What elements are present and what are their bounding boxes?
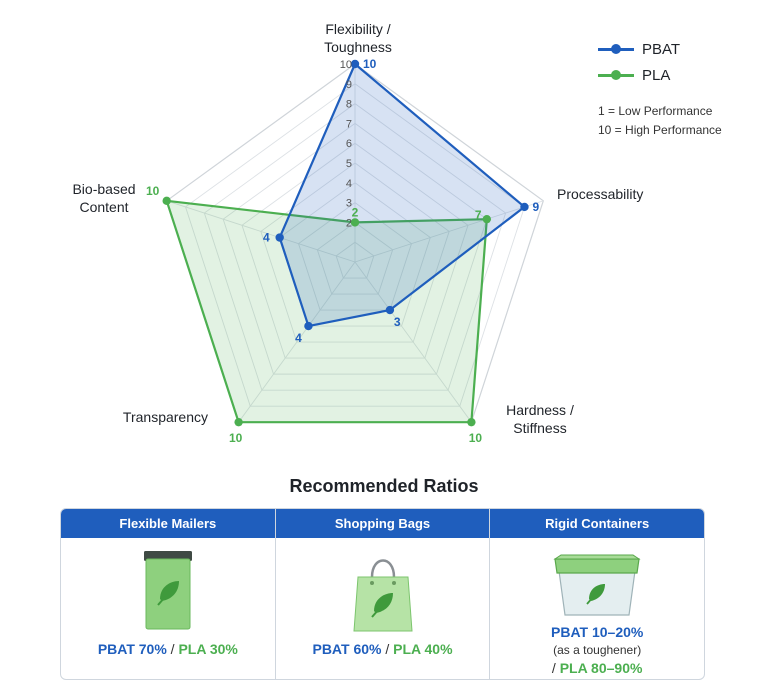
value-label-pbat: 4 <box>295 331 302 345</box>
pla-ratio: PLA 80–90% <box>559 660 643 676</box>
legend: PBAT PLA 1 = Low Performance 10 = High P… <box>598 36 722 140</box>
value-label-pbat: 10 <box>363 57 377 71</box>
legend-label-pbat: PBAT <box>642 40 681 58</box>
axis-label-line: Hardness / <box>506 402 574 418</box>
axis-label-line: Processability <box>557 186 643 202</box>
grid-ring <box>335 241 375 279</box>
data-point-pla <box>467 417 476 427</box>
data-point-pbat <box>275 233 284 242</box>
ratios-title: Recommended Ratios <box>289 476 479 496</box>
ratio-header: Shopping Bags <box>275 509 490 538</box>
series-area-pbat <box>278 62 526 328</box>
axis-label-line: Bio-based <box>72 181 135 197</box>
pbat-ratio: PBAT 60% <box>312 641 382 657</box>
tick-label: 7 <box>346 118 352 130</box>
value-label-pla: 7 <box>475 208 482 222</box>
data-point-pbat <box>520 202 529 212</box>
ratio-separator: / <box>166 641 179 657</box>
axis-label: Hardness / Stiffness <box>506 402 574 436</box>
tick-label: 10 <box>340 59 352 71</box>
pbat-ratio: PBAT 70% <box>97 641 167 657</box>
data-point-pbat <box>350 59 360 69</box>
axis-label-line: Transparency <box>123 409 208 425</box>
legend-item-pbat: PBAT <box>598 36 722 62</box>
ratio-note: (as a toughener) <box>553 643 642 657</box>
pla-ratio: PLA 40% <box>393 641 453 657</box>
pbat-ratio: PBAT 10–20% <box>551 624 644 640</box>
legend-note: 1 = Low Performance 10 = High Performanc… <box>598 102 722 140</box>
tick-label: 5 <box>346 158 352 170</box>
tick-label: 8 <box>346 99 352 111</box>
value-label-pbat: 4 <box>263 231 270 245</box>
data-point-pla <box>162 196 171 206</box>
tick-label: 2 <box>346 217 352 229</box>
legend-label-pla: PLA <box>642 66 671 84</box>
axis-label-line: Toughness <box>324 39 392 55</box>
pla-ratio: PLA 30% <box>178 641 238 657</box>
grid-spoke <box>354 261 472 423</box>
ratio-column-rigid-containers: Rigid Containers PBAT 10–20% (as a tough… <box>489 509 704 679</box>
tick-label: 3 <box>346 198 352 210</box>
shopping-bag-icon <box>352 559 413 632</box>
ratio-column-flexible-mailers: Flexible Mailers PBAT 70% / PLA 30% <box>61 509 275 679</box>
legend-note-low: 1 = Low Performance <box>598 104 713 118</box>
ratio-text: PBAT 70% / PLA 30% <box>61 641 275 657</box>
data-point-pla <box>234 417 243 427</box>
value-label-pla: 10 <box>146 184 160 198</box>
data-point-pla <box>350 218 360 227</box>
grid-ring <box>222 122 488 375</box>
data-point-pbat <box>385 305 395 315</box>
grid-ring <box>184 83 526 407</box>
ratio-column-shopping-bags: Shopping Bags PBAT 60% / PLA 40% <box>274 509 490 679</box>
ratio-header: Rigid Containers <box>490 509 704 538</box>
ratio-text: PBAT 10–20% (as a toughener) / PLA 80–90… <box>490 623 704 677</box>
axis-label-line: Content <box>79 199 128 215</box>
axis-label: Flexibility / Toughness <box>324 21 392 55</box>
tick-label: 9 <box>346 79 352 91</box>
ratio-header: Flexible Mailers <box>61 509 275 538</box>
value-label-pla: 10 <box>229 431 243 445</box>
grid-ring <box>316 221 394 295</box>
axis-label: Transparency <box>123 409 208 425</box>
grid-spoke <box>238 261 356 423</box>
tick-label: 4 <box>346 178 352 190</box>
data-point-pbat <box>304 321 313 331</box>
ratio-text: PBAT 60% / PLA 40% <box>276 641 490 657</box>
grid-spoke <box>354 200 544 263</box>
tick-label: 6 <box>346 138 352 150</box>
value-label-pbat: 3 <box>394 315 401 329</box>
axis-label-line: Stiffness <box>513 420 566 436</box>
axis-label: Processability <box>557 186 643 202</box>
series-area-pla <box>165 199 488 424</box>
grid-spoke <box>166 200 356 263</box>
legend-swatch-pbat <box>598 42 634 56</box>
value-label-pbat: 9 <box>532 200 539 214</box>
grid-ring <box>203 103 507 391</box>
axis-label-line: Flexibility / <box>325 21 390 37</box>
legend-swatch-pla <box>598 68 634 82</box>
value-label-pla: 10 <box>469 431 483 445</box>
legend-note-high: 10 = High Performance <box>598 123 722 137</box>
grid-ring <box>279 182 431 327</box>
ratio-separator: / <box>381 641 394 657</box>
ratios-table: Flexible Mailers PBAT 70% / PLA 30% Shop… <box>60 508 705 680</box>
value-label-pla: 2 <box>352 205 359 219</box>
ratio-separator: / <box>551 660 560 676</box>
mailer-bag-icon <box>143 551 192 630</box>
data-point-pla <box>482 214 492 224</box>
container-icon <box>553 554 641 616</box>
grid-ring <box>297 202 413 311</box>
legend-item-pla: PLA <box>598 62 722 88</box>
